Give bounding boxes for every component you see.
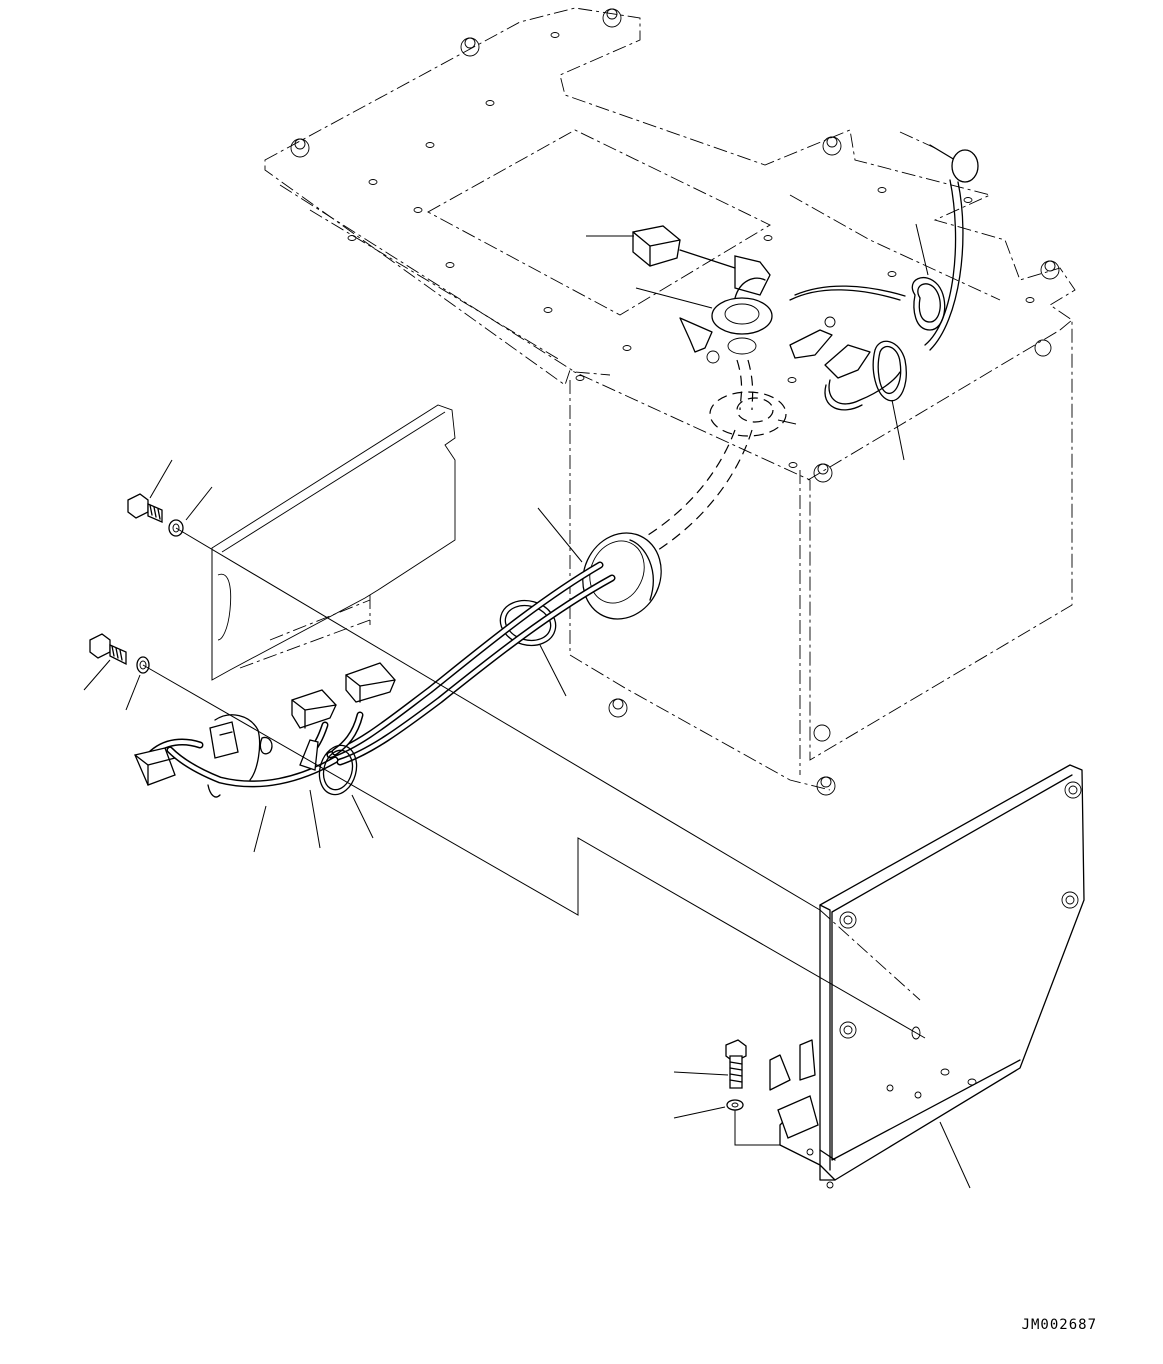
cover-plate [769,764,1085,1189]
cable-knob [899,131,979,351]
harness-hidden [639,429,753,553]
relay [632,225,771,296]
grommet-large [582,532,662,620]
projection-lines [142,527,926,1039]
leader-lines [83,223,971,1189]
bolt-lower [725,1039,780,1146]
grommet-upper [711,277,773,355]
connectors [134,662,396,798]
floor-plate [264,7,1076,796]
bolts-left [89,493,184,674]
drawing-reference-code: JM002687 [1021,1317,1097,1333]
wire-loops-right [789,276,946,411]
left-bracket [211,404,456,681]
grommet-middle [709,359,787,437]
ring-clamp-mid [499,599,557,647]
